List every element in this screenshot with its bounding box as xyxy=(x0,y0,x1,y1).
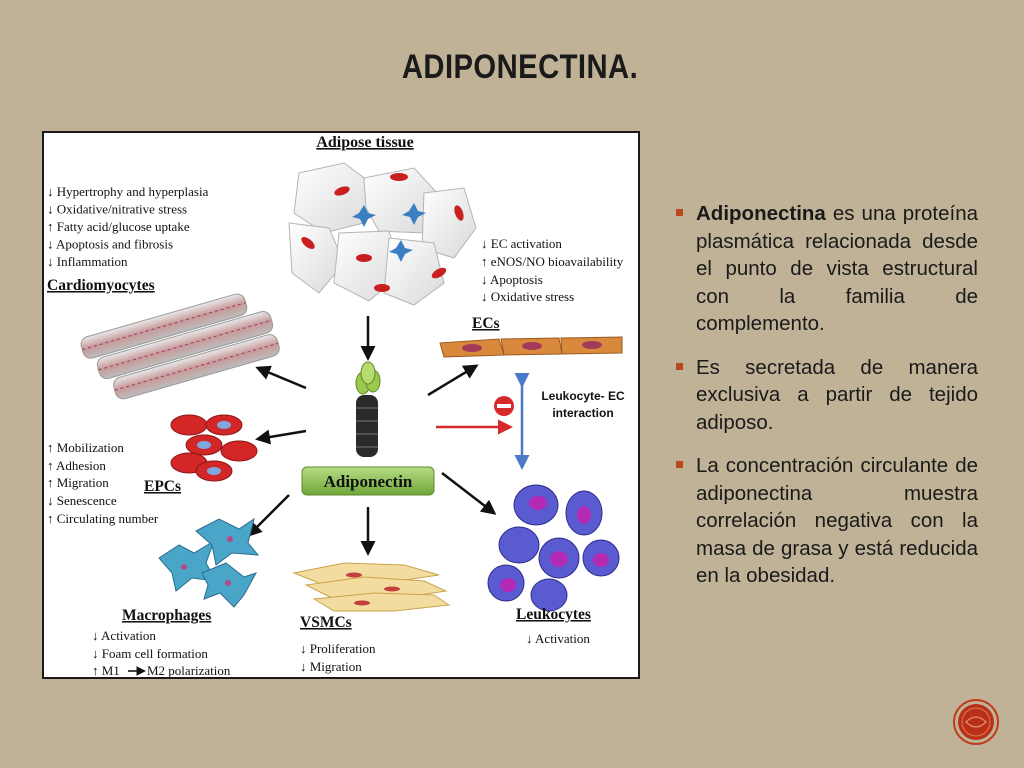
ecs-illustration xyxy=(439,336,623,358)
cardiomyocytes-title: Cardiomyocytes xyxy=(47,277,155,294)
ecs-item-0: ↓ EC activation xyxy=(481,236,562,251)
adiponectin-diagram: Adipose tissue ↓ Hypertrophy and hyperpl… xyxy=(42,131,640,679)
ecs-item-1: ↑ eNOS/NO bioavailability xyxy=(481,254,624,269)
adiponectin-label: Adiponectin xyxy=(324,472,413,491)
epcs-item-1: ↑ Adhesion xyxy=(47,458,106,473)
cardio-item-2: ↑ Fatty acid/glucose uptake xyxy=(47,219,190,234)
macrophages-effects: ↓ Activation ↓ Foam cell formation ↑ M1 … xyxy=(92,628,231,677)
macrophages-title: Macrophages xyxy=(122,607,211,624)
bullet-item: Adiponectina es una proteína plasmática … xyxy=(676,200,978,338)
vsmcs-title: VSMCs xyxy=(300,614,352,631)
leukocyte-ec-label-line1: Leukocyte- EC xyxy=(541,389,625,403)
ecs-effects: ↓ EC activation ↑ eNOS/NO bioavailabilit… xyxy=(481,236,624,304)
bullet-marker xyxy=(676,461,683,468)
slide-title: ADIPONECTINA. xyxy=(401,48,639,86)
bullet-bold: Adiponectina xyxy=(696,202,826,225)
bullet-item: Es secretada de manera exclusiva a parti… xyxy=(676,354,978,437)
macrophages-illustration xyxy=(158,517,260,608)
ecs-item-2: ↓ Apoptosis xyxy=(481,272,543,287)
leukocytes-item-0: ↓ Activation xyxy=(526,631,590,646)
bullet-text: es una proteína plasmática relacionada d… xyxy=(696,202,978,335)
bullet-text: Es secretada de manera exclusiva a parti… xyxy=(696,355,978,434)
adipose-title: Adipose tissue xyxy=(316,134,413,151)
epcs-item-2: ↑ Migration xyxy=(47,475,109,490)
bullet-item: La concentración circulante de adiponect… xyxy=(676,452,978,590)
cardio-item-3: ↓ Apoptosis and fibrosis xyxy=(47,237,173,252)
bullet-list: Adiponectina es una proteína plasmática … xyxy=(676,200,978,606)
macrophages-item-1: ↓ Foam cell formation xyxy=(92,646,208,661)
vsmcs-item-1: ↓ Migration xyxy=(300,659,362,674)
ecs-title: ECs xyxy=(472,315,500,332)
cardio-item-1: ↓ Oxidative/nitrative stress xyxy=(47,202,187,217)
epcs-item-0: ↑ Mobilization xyxy=(47,440,124,455)
arrow-to-cardiomyocytes xyxy=(255,365,307,390)
epcs-illustration xyxy=(170,414,258,482)
macrophages-item-0: ↓ Activation xyxy=(92,628,156,643)
cardiomyocytes-effects: ↓ Hypertrophy and hyperplasia ↓ Oxidativ… xyxy=(47,184,209,269)
epcs-item-4: ↑ Circulating number xyxy=(47,511,159,526)
adiponectin-molecule xyxy=(355,361,381,457)
epcs-title: EPCs xyxy=(144,478,181,495)
epcs-item-3: ↓ Senescence xyxy=(47,493,117,508)
bullet-text: La concentración circulante de adiponect… xyxy=(696,454,978,587)
arrow-to-leukocytes xyxy=(441,472,497,515)
diagram-svg: Adipose tissue ↓ Hypertrophy and hyperpl… xyxy=(47,134,625,677)
ecs-item-3: ↓ Oxidative stress xyxy=(481,289,574,304)
bullet-marker xyxy=(676,362,683,370)
cardio-item-4: ↓ Inflammation xyxy=(47,254,128,269)
vsmcs-item-0: ↓ Proliferation xyxy=(300,641,376,656)
cardiomyocytes-illustration xyxy=(80,293,280,400)
macrophages-item-2: ↑ M1 xyxy=(92,663,120,677)
bullet-marker xyxy=(676,209,683,216)
adipose-tissue-illustration xyxy=(288,162,477,306)
logo-icon xyxy=(953,699,999,745)
arrow-to-ecs xyxy=(427,364,479,397)
adiponectin-box xyxy=(301,466,435,496)
leukocyte-ec-label-line2: interaction xyxy=(552,406,613,420)
macrophages-item-3: M2 polarization xyxy=(147,663,231,677)
arrow-to-macrophages xyxy=(246,494,290,538)
leukocytes-illustration xyxy=(487,484,620,612)
cardio-item-0: ↓ Hypertrophy and hyperplasia xyxy=(47,184,209,199)
epcs-effects: ↑ Mobilization ↑ Adhesion ↑ Migration ↓ … xyxy=(47,440,159,526)
vsmcs-illustration xyxy=(292,562,451,612)
leukocytes-title: Leukocytes xyxy=(516,606,591,623)
arrow-to-epcs xyxy=(255,429,307,445)
vsmcs-effects: ↓ Proliferation ↓ Migration xyxy=(300,641,376,674)
